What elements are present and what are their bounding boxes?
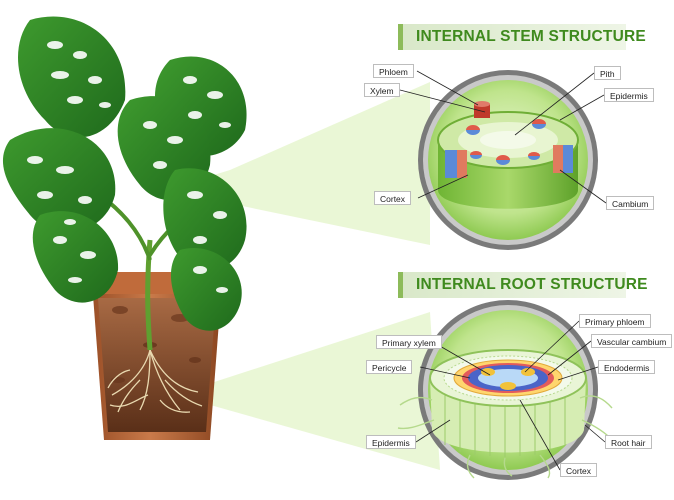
root-label-vascular-cambium: Vascular cambium <box>591 334 673 348</box>
root-label-cortex: Cortex <box>560 463 598 477</box>
roots <box>107 349 203 413</box>
root-label-endodermis: Endodermis <box>598 360 656 374</box>
stem-label-epidermis: Epidermis <box>604 88 654 102</box>
stem-vascular-bundles <box>466 119 546 165</box>
stem-label-cortex: Cortex <box>374 191 412 205</box>
stem-structure-title: INTERNAL STEM STRUCTURE <box>398 24 646 50</box>
leader-lines <box>399 70 607 471</box>
potted-plant <box>2 16 247 440</box>
stem-label-pith: Pith <box>594 66 621 80</box>
root-label-primary-xylem: Primary xylem <box>376 335 442 349</box>
stem-label-cambium: Cambium <box>606 196 655 210</box>
leaves <box>2 16 247 331</box>
leaf-holes <box>27 41 231 293</box>
stem-magnify-beam <box>165 82 430 245</box>
root-label-pericycle: Pericycle <box>366 360 413 374</box>
root-magnify-beam <box>175 312 440 470</box>
root-label-primary-phloem: Primary phloem <box>579 314 651 328</box>
root-structure-title: INTERNAL ROOT STRUCTURE <box>398 272 647 298</box>
stem-label-phloem: Phloem <box>373 64 414 78</box>
stem-label-xylem: Xylem <box>364 83 400 97</box>
root-phloem-spots <box>481 368 535 390</box>
root-label-root-hair: Root hair <box>605 435 652 449</box>
root-label-epidermis: Epidermis <box>366 435 416 449</box>
stem-lens <box>418 70 598 250</box>
